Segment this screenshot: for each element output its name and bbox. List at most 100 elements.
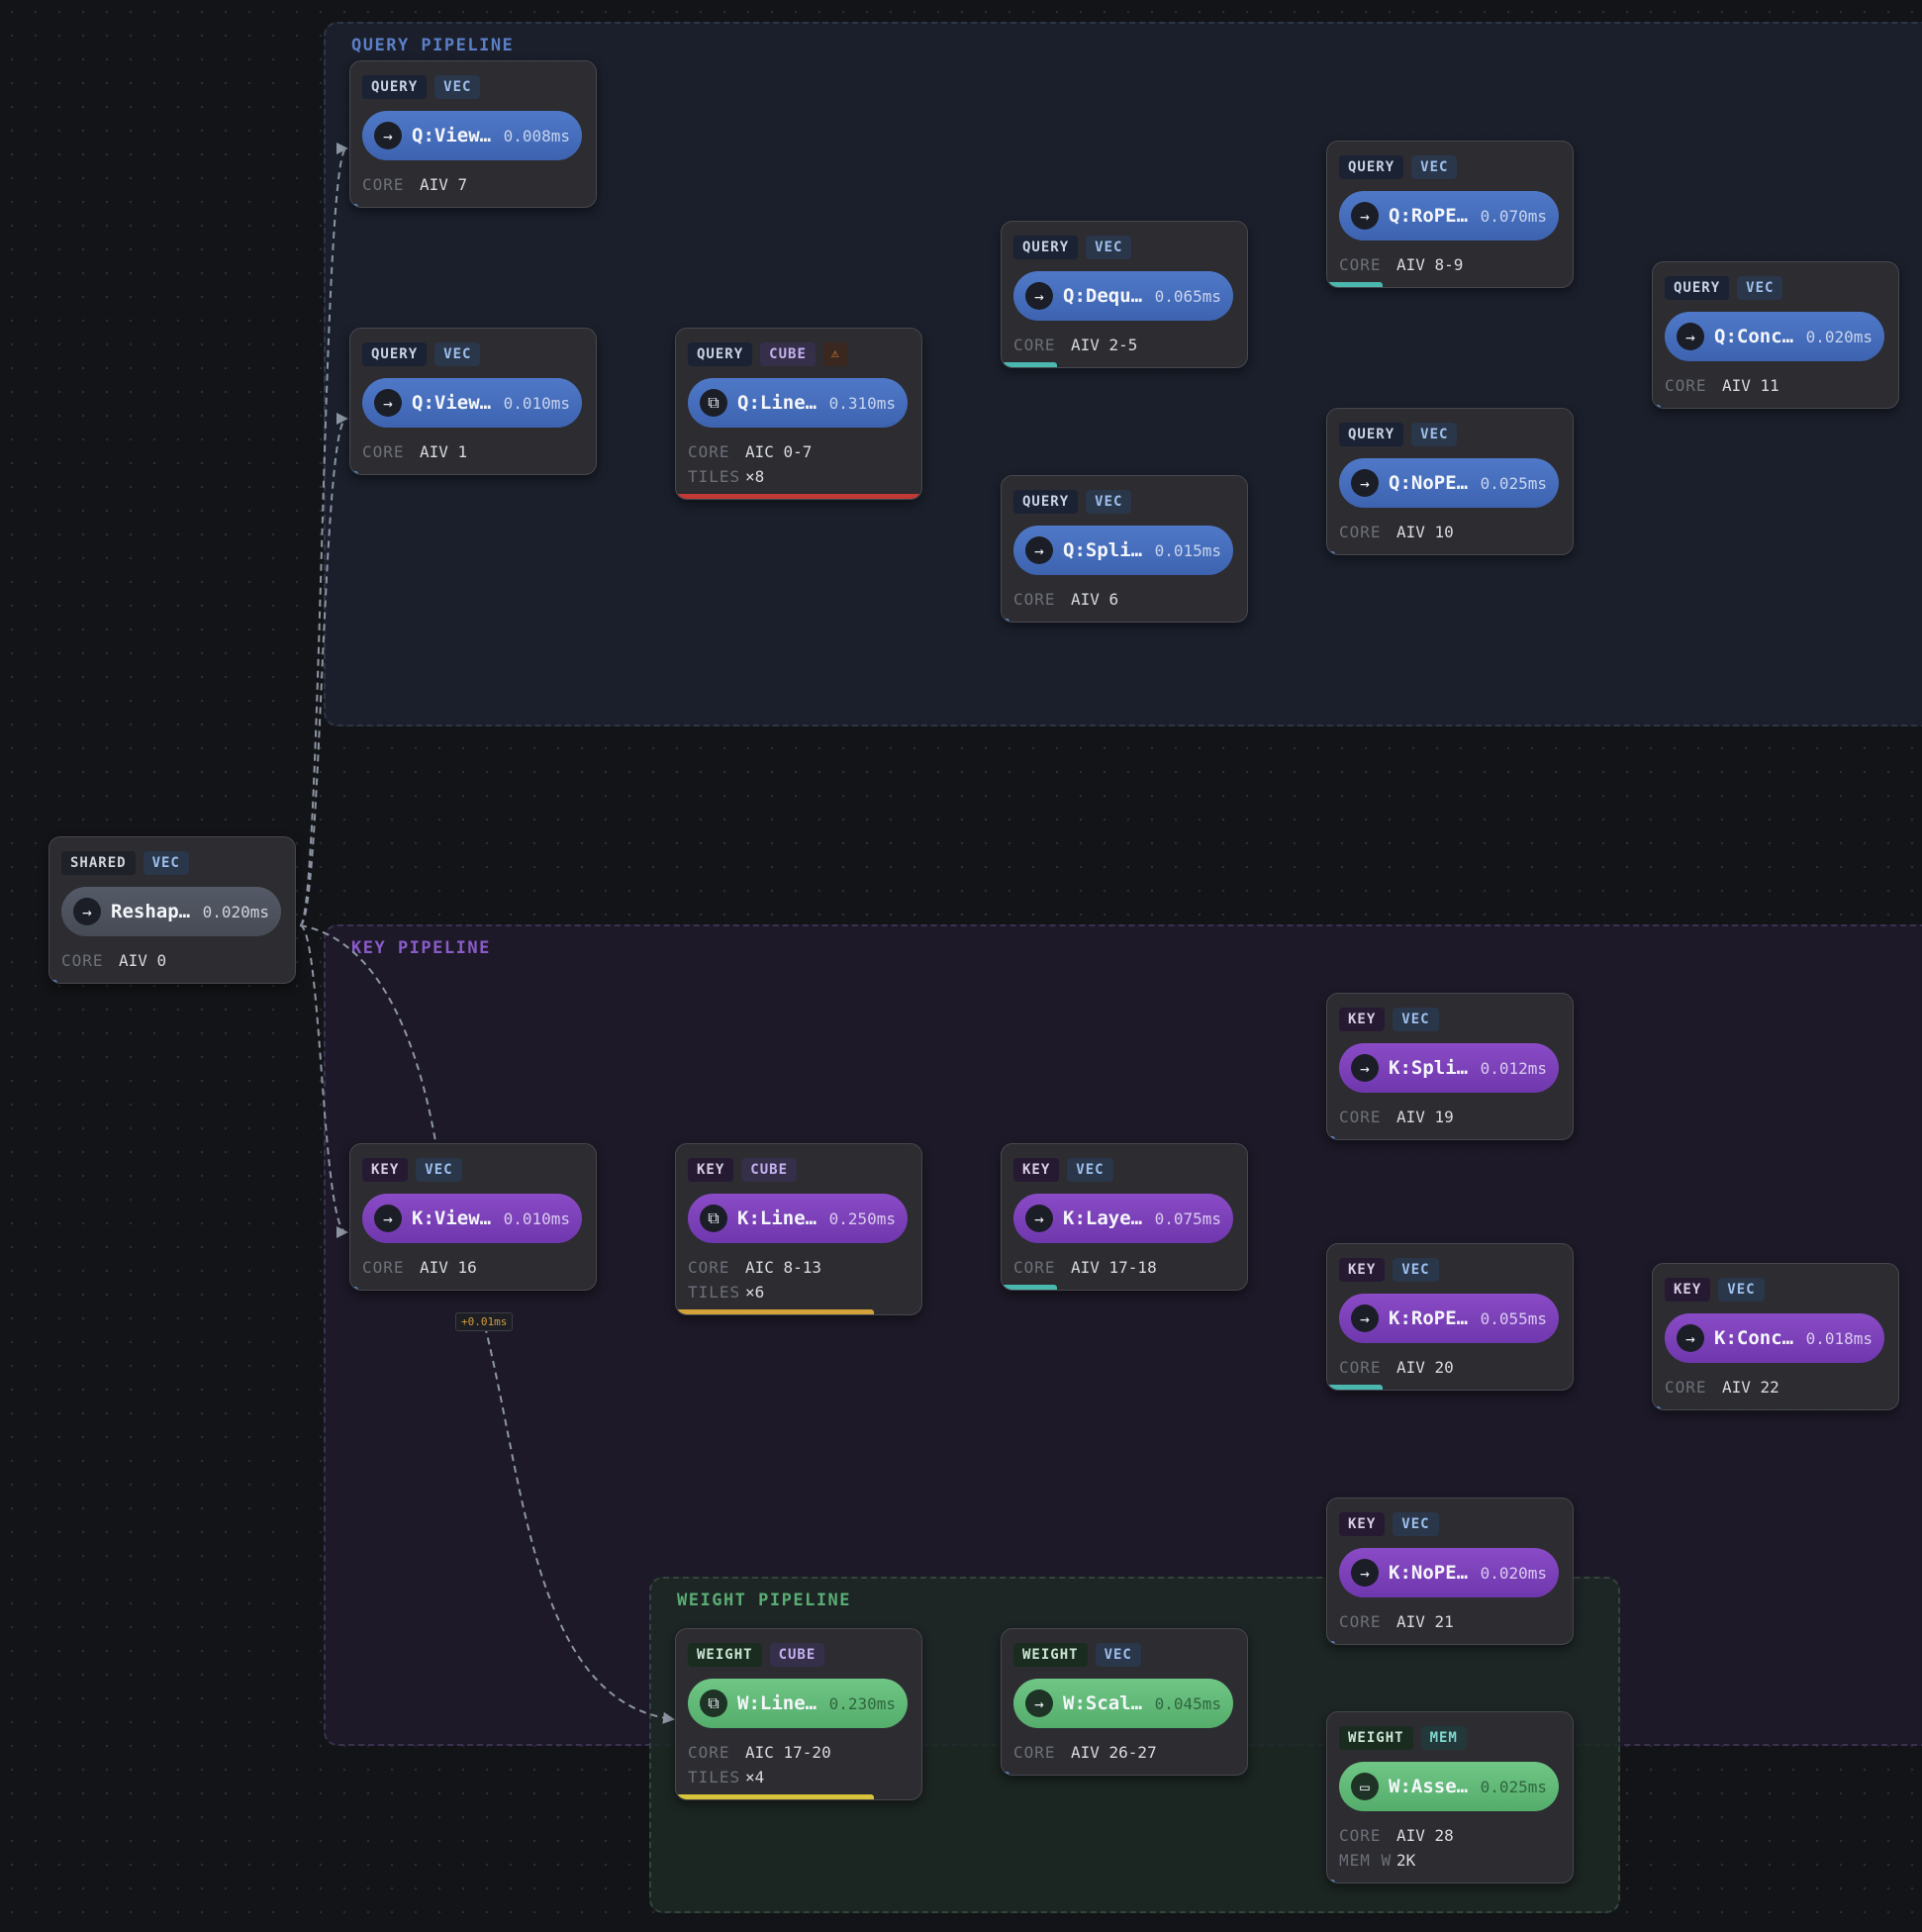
op-name: K:Line… [737,1208,817,1229]
op-name: K:View… [412,1208,492,1229]
group-tag: KEY [362,1158,409,1182]
core-value: AIV 17-18 [1071,1258,1157,1277]
op-pill[interactable]: → Q:View… 0.010ms [362,378,582,428]
utilization-bar [1002,1772,1009,1775]
op-duration: 0.015ms [1154,540,1221,560]
group-tag: WEIGHT [1013,1643,1088,1667]
op-pill[interactable]: → Q:NoPE… 0.025ms [1339,458,1559,508]
op-duration: 0.250ms [828,1208,896,1228]
core-label: CORE [1013,1743,1056,1762]
op-pill[interactable]: → Q:View… 0.008ms [362,111,582,160]
utilization-bar [1327,1385,1383,1390]
arrow-right-icon: → [374,122,402,149]
core-value: AIV 22 [1722,1378,1779,1397]
op-pill[interactable]: → Q:Spli… 0.015ms [1013,526,1233,575]
op-pill[interactable]: → K:View… 0.010ms [362,1194,582,1243]
op-pill[interactable]: ⧉ W:Line… 0.230ms [688,1679,908,1728]
type-tag: CUBE [741,1158,798,1182]
core-label: CORE [362,175,405,194]
node-tags: WEIGHT CUBE [688,1643,908,1667]
edge [299,924,348,1238]
op-name: W:Line… [737,1692,817,1714]
tiles-label: TILES [688,467,741,486]
type-tag: CUBE [760,342,816,366]
core-label: CORE [1339,1826,1382,1845]
tiles-value: ×6 [745,1283,765,1302]
tiles-value: ×8 [745,467,765,486]
core-label: CORE [688,1743,730,1762]
core-value: AIV 1 [420,442,468,461]
op-pill[interactable]: ▭ W:Asse… 0.025ms [1339,1762,1559,1811]
core-label: CORE [1339,255,1382,274]
type-tag: VEC [1737,276,1783,300]
op-pill[interactable]: → Q:Conc… 0.020ms [1665,312,1884,361]
op-duration: 0.012ms [1480,1058,1547,1078]
op-pill[interactable]: → K:Conc… 0.018ms [1665,1313,1884,1363]
op-duration: 0.020ms [1805,327,1873,346]
arrow-right-icon: → [374,1205,402,1232]
op-pill[interactable]: → K:RoPE… 0.055ms [1339,1294,1559,1343]
edge [299,413,348,926]
edge-latency-badge: +0.01ms [455,1312,514,1331]
core-value: AIV 28 [1396,1826,1454,1845]
arrow-right-icon: → [73,898,101,925]
type-tag: CUBE [769,1643,825,1667]
core-label: CORE [1339,1358,1382,1377]
op-name: Q:RoPE… [1389,205,1469,227]
utilization-bar [1002,362,1057,367]
op-pill[interactable]: → Reshap… 0.020ms [61,887,281,936]
arrow-right-icon: → [1351,1054,1379,1082]
group-tag: KEY [1013,1158,1060,1182]
group-tag: WEIGHT [688,1643,762,1667]
arrow-right-icon: → [1351,202,1379,230]
core-value: AIC 0-7 [745,442,813,461]
op-pill[interactable]: ⧉ K:Line… 0.250ms [688,1194,908,1243]
op-pill[interactable]: → K:NoPE… 0.020ms [1339,1548,1559,1597]
op-name: W:Asse… [1389,1776,1469,1797]
op-pill[interactable]: → W:Scal… 0.045ms [1013,1679,1233,1728]
utilization-bar [1327,1641,1335,1644]
op-pill[interactable]: → Q:Dequ… 0.065ms [1013,271,1233,321]
core-label: CORE [1013,336,1056,354]
group-tag: KEY [688,1158,734,1182]
type-tag: MEM [1420,1726,1467,1750]
op-name: K:Conc… [1714,1327,1794,1349]
group-label: WEIGHT PIPELINE [677,1591,852,1610]
op-pill[interactable]: → K:Spli… 0.012ms [1339,1043,1559,1093]
op-pill[interactable]: → Q:RoPE… 0.070ms [1339,191,1559,241]
op-pill[interactable]: ⧉ Q:Line… 0.310ms [688,378,908,428]
op-pill[interactable]: → K:Laye… 0.075ms [1013,1194,1233,1243]
